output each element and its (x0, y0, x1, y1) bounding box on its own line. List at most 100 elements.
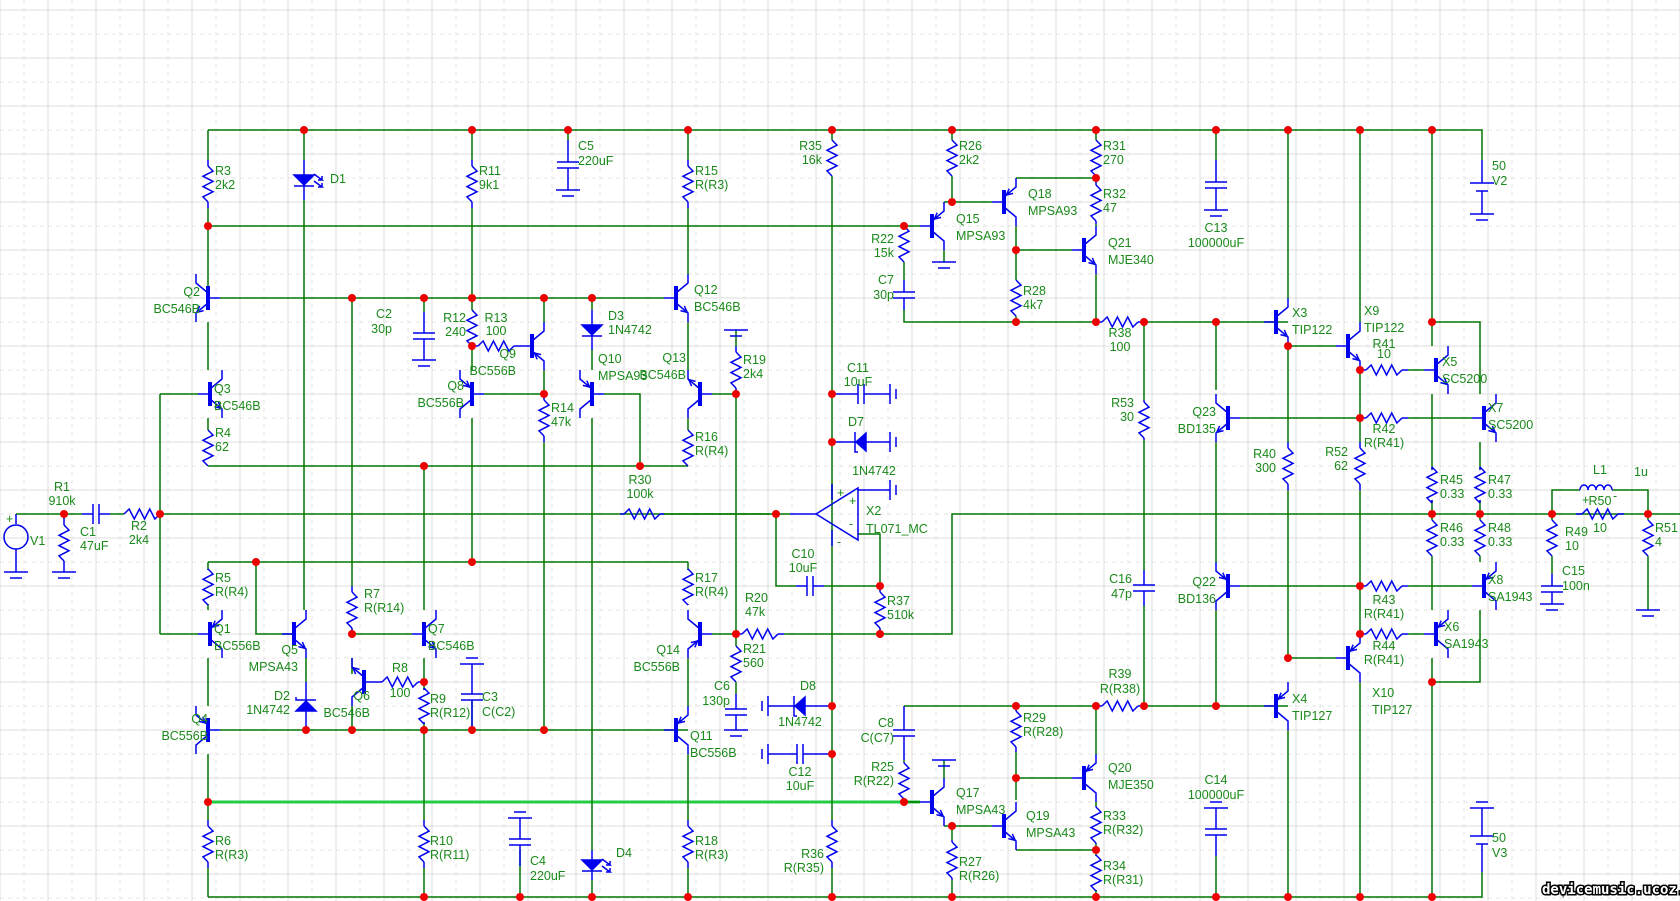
x8-transistor[interactable] (1472, 562, 1497, 610)
r9-resistor[interactable] (417, 687, 431, 725)
q6-transistor[interactable] (351, 658, 376, 706)
q18-transistor[interactable] (992, 178, 1017, 226)
r33-resistor[interactable] (1089, 806, 1103, 844)
d1-led[interactable] (292, 160, 325, 200)
c14-capacitor[interactable] (1204, 801, 1228, 856)
wire[interactable] (255, 562, 296, 635)
r48-resistor[interactable] (1473, 519, 1487, 557)
q19-transistor[interactable] (992, 802, 1017, 850)
q17-transistor[interactable] (920, 778, 945, 826)
r17-resistor[interactable] (681, 568, 695, 606)
r31-resistor[interactable] (1089, 139, 1103, 177)
r27-resistor[interactable] (945, 840, 959, 880)
r35-resistor[interactable] (825, 139, 839, 177)
c11-capacitor[interactable] (832, 384, 897, 404)
x4-transistor[interactable] (1264, 682, 1289, 730)
q14-transistor[interactable] (687, 610, 712, 658)
c7-capacitor[interactable] (893, 280, 915, 310)
wire[interactable] (775, 514, 796, 587)
r6-resistor[interactable] (201, 820, 215, 868)
c10-capacitor[interactable] (796, 576, 824, 596)
r4-resistor[interactable] (201, 429, 215, 467)
c13-capacitor[interactable] (1204, 160, 1228, 217)
r22-resistor[interactable] (897, 225, 911, 263)
wire[interactable] (208, 129, 1483, 160)
c16-capacitor[interactable] (1133, 570, 1155, 606)
q7-transistor[interactable] (412, 610, 437, 658)
wire[interactable] (604, 393, 641, 466)
r36-resistor[interactable] (825, 820, 839, 868)
r11-resistor[interactable] (465, 160, 479, 208)
q5-transistor[interactable] (282, 610, 307, 658)
r5-resistor[interactable] (201, 568, 215, 606)
q1-transistor[interactable] (198, 610, 223, 658)
r3-resistor[interactable] (201, 160, 215, 208)
x6-transistor[interactable] (1424, 610, 1449, 658)
r28-resistor[interactable] (1009, 279, 1023, 317)
r30-resistor[interactable] (620, 507, 664, 521)
r15-resistor[interactable] (681, 160, 695, 208)
x7-transistor[interactable] (1472, 394, 1497, 442)
r53-resistor[interactable] (1137, 400, 1151, 440)
q12-transistor[interactable] (664, 274, 689, 322)
c8-capacitor[interactable] (893, 706, 915, 760)
r45-resistor[interactable] (1425, 466, 1439, 504)
c2-capacitor[interactable] (412, 312, 436, 367)
q2-transistor[interactable] (195, 274, 220, 322)
r50-resistor[interactable] (1576, 507, 1624, 521)
r12-resistor[interactable] (465, 309, 479, 347)
d3-zener-diode[interactable] (580, 310, 604, 350)
wire[interactable] (1432, 610, 1481, 683)
r16-resistor[interactable] (681, 429, 695, 467)
q10-transistor[interactable] (579, 370, 604, 418)
r51-resistor[interactable] (1641, 519, 1655, 557)
d8-zener-diode[interactable] (761, 695, 832, 717)
c3-capacitor[interactable] (460, 657, 484, 730)
r32-resistor[interactable] (1089, 182, 1103, 224)
x10-transistor[interactable] (1336, 634, 1361, 682)
c15-capacitor[interactable] (1540, 574, 1564, 611)
q9-transistor[interactable] (520, 322, 545, 370)
r47-resistor[interactable] (1473, 466, 1487, 504)
wire[interactable] (1551, 489, 1580, 514)
q23-transistor[interactable] (1215, 394, 1240, 442)
d4-led[interactable] (580, 850, 613, 880)
q8-transistor[interactable] (459, 370, 484, 418)
r29-resistor[interactable] (1009, 706, 1023, 752)
d2-zener-diode[interactable] (294, 682, 318, 730)
v1-ac-source[interactable]: + (3, 512, 29, 579)
q3-transistor[interactable] (198, 370, 223, 418)
wire[interactable] (784, 513, 1680, 635)
x2-opamp[interactable]: ++-- (790, 480, 897, 549)
wire[interactable] (1612, 489, 1649, 514)
c1-capacitor[interactable] (82, 504, 110, 524)
c12-capacitor[interactable] (761, 744, 832, 764)
q11-transistor[interactable] (664, 706, 689, 754)
r25-resistor[interactable] (897, 762, 911, 800)
r2-resistor[interactable] (123, 507, 161, 521)
q21-transistor[interactable] (1072, 226, 1097, 274)
wire[interactable] (1432, 321, 1481, 394)
q15-transistor[interactable] (920, 202, 945, 250)
v3-dc-source[interactable] (1470, 801, 1494, 872)
r49-resistor[interactable] (1545, 519, 1559, 557)
wire[interactable] (208, 872, 1483, 898)
r1-resistor[interactable] (57, 514, 71, 572)
r10-resistor[interactable] (417, 820, 431, 868)
r34-resistor[interactable] (1089, 854, 1103, 892)
x5-transistor[interactable] (1424, 346, 1449, 394)
r52-resistor[interactable] (1353, 442, 1367, 490)
v2-dc-source[interactable] (1470, 160, 1494, 221)
r40-resistor[interactable] (1281, 442, 1295, 490)
c4-capacitor[interactable] (508, 811, 532, 866)
c5-capacitor[interactable] (556, 140, 580, 197)
r26-resistor[interactable] (945, 139, 959, 177)
d7-zener-diode[interactable] (832, 431, 897, 453)
wire[interactable] (903, 310, 1096, 323)
q20-transistor[interactable] (1072, 754, 1097, 802)
wire[interactable] (858, 533, 881, 586)
q13-transistor[interactable] (687, 370, 712, 418)
r46-resistor[interactable] (1425, 519, 1439, 557)
l1-inductor[interactable]: +- (1579, 484, 1617, 507)
